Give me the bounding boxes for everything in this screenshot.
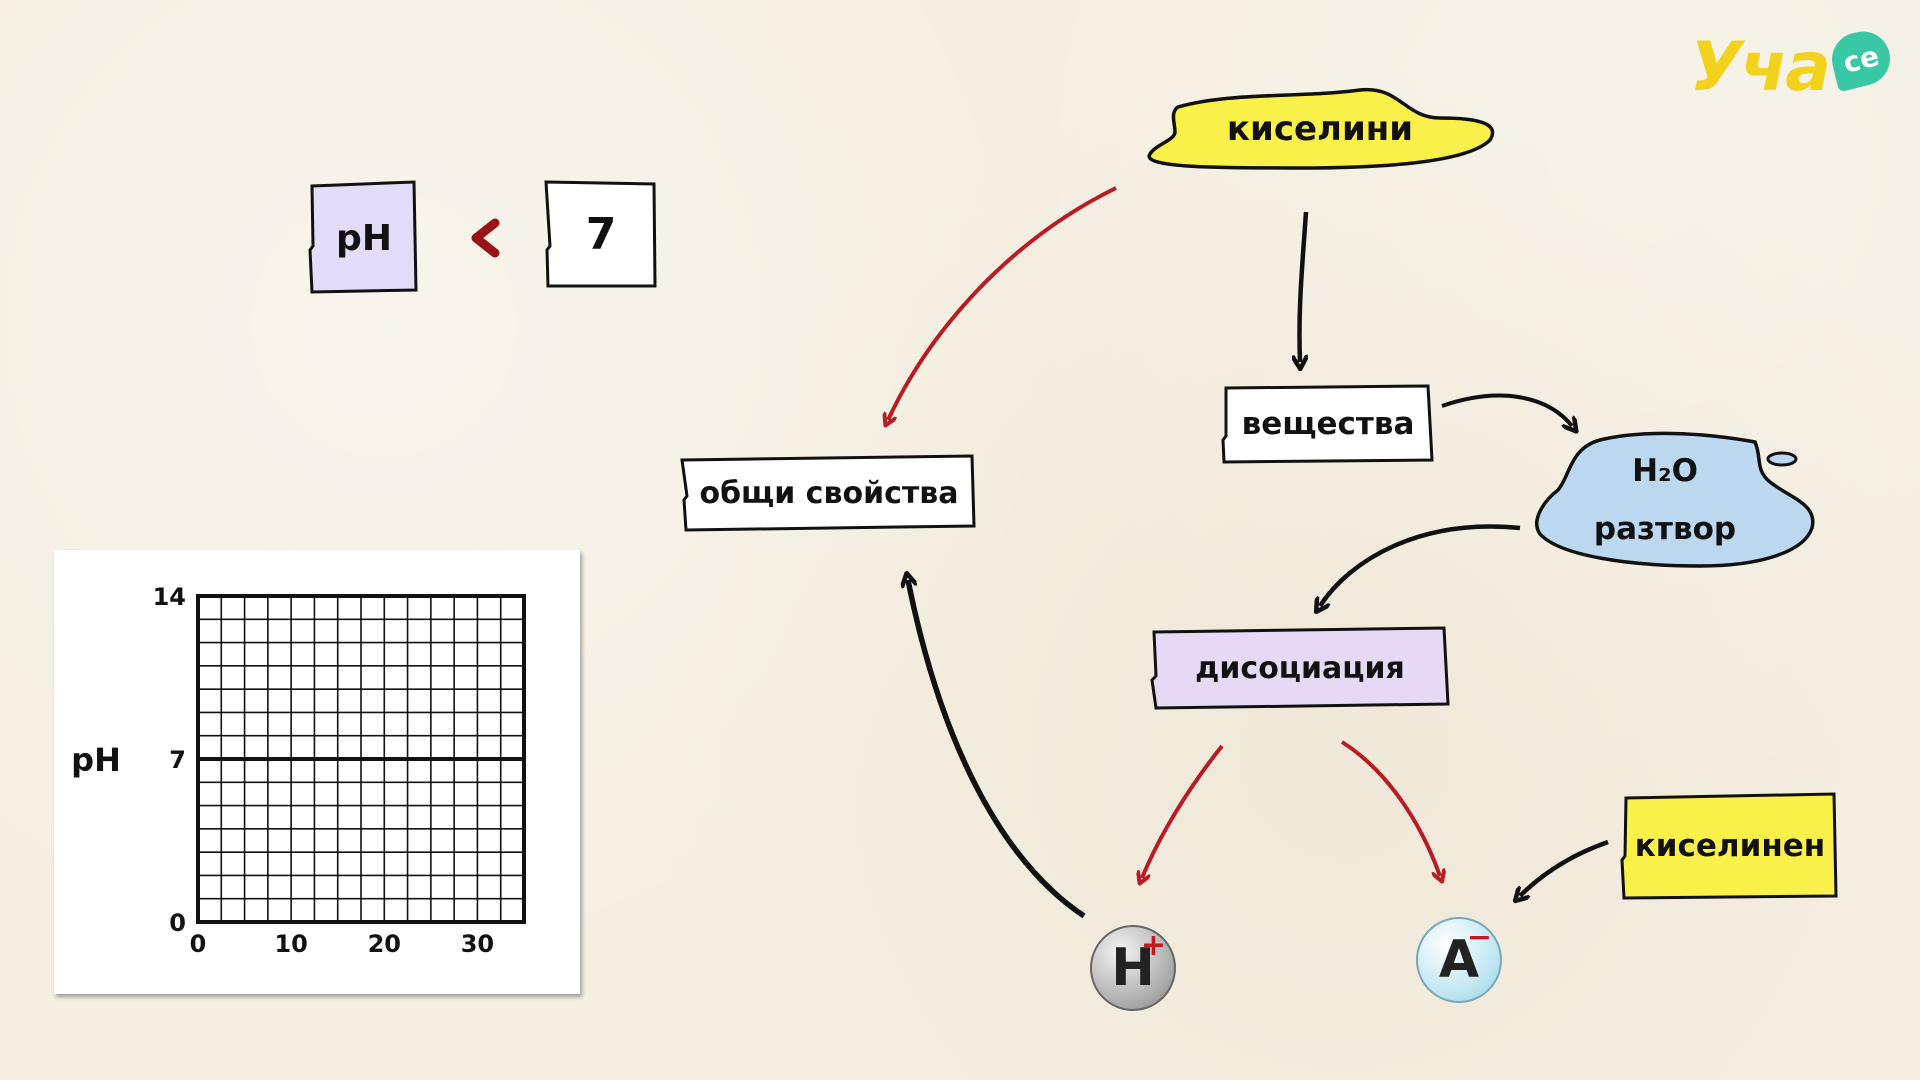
solution-cloud bbox=[1535, 431, 1815, 568]
y-tick-label: 14 bbox=[153, 583, 186, 611]
cloud-drop bbox=[1766, 451, 1798, 467]
arrow-acids-to-substances bbox=[1299, 211, 1306, 362]
y-tick-label: 7 bbox=[169, 746, 186, 774]
anion-letter: A bbox=[1438, 930, 1480, 990]
arrow-solution-to-dissociation bbox=[1320, 524, 1521, 606]
ph-box bbox=[308, 180, 418, 294]
y-tick-label: 0 bbox=[169, 909, 186, 937]
hydrogen-ion: H + bbox=[1090, 925, 1176, 1011]
arrow-dissociation-to-h bbox=[1142, 744, 1224, 878]
x-tick-label: 10 bbox=[274, 930, 307, 958]
acids-blob bbox=[1147, 88, 1495, 170]
arrow-h-to-properties bbox=[908, 580, 1086, 919]
y-axis-label: pH bbox=[71, 741, 121, 779]
anion-charge: − bbox=[1466, 920, 1492, 955]
ph-chart: 0 7 14 0 10 20 30 pH bbox=[71, 583, 526, 958]
general-properties-box bbox=[680, 454, 976, 532]
x-tick-label: 20 bbox=[368, 930, 401, 958]
arrow-substances-to-solution bbox=[1441, 393, 1572, 426]
anion: A − bbox=[1416, 917, 1502, 1003]
hydrogen-ion-letter: H bbox=[1111, 938, 1155, 998]
seven-box bbox=[544, 180, 657, 288]
x-tick-label: 0 bbox=[190, 930, 207, 958]
ph-chart-card: 0 7 14 0 10 20 30 pH bbox=[54, 550, 580, 994]
acidic-box bbox=[1620, 792, 1838, 900]
logo-wordmark: Уча bbox=[1690, 28, 1831, 107]
arrow-dissociation-to-a bbox=[1340, 740, 1440, 876]
dissociation-box bbox=[1150, 626, 1450, 710]
less-than-icon bbox=[471, 218, 500, 258]
x-tick-label: 30 bbox=[461, 930, 494, 958]
substances-box bbox=[1221, 384, 1434, 464]
arrow-acidic-to-a bbox=[1520, 839, 1609, 896]
arrow-acids-to-properties bbox=[888, 186, 1117, 420]
hydrogen-ion-charge: + bbox=[1140, 928, 1166, 963]
